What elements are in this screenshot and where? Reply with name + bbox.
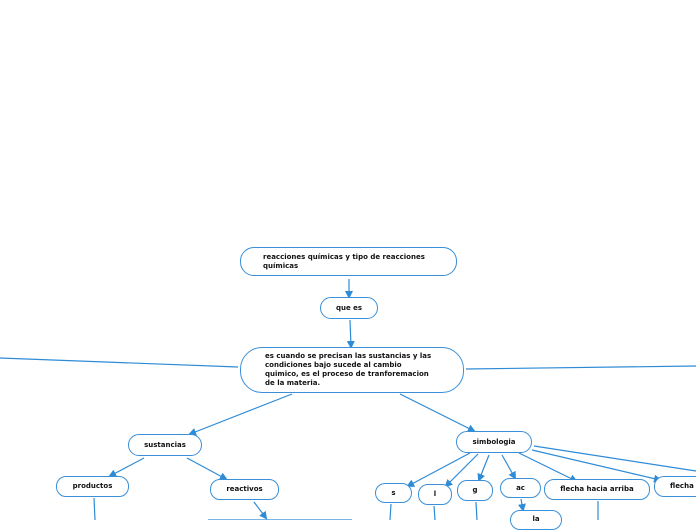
edge-simbologia-flechaArriba	[518, 452, 578, 482]
edge-simbologia-l	[444, 453, 479, 488]
edge-productos-down	[93, 497, 96, 520]
node-flecha-hacia-arriba[interactable]: flecha hacia arriba	[544, 479, 650, 500]
node-simbologia[interactable]: simbologia	[456, 431, 532, 453]
edge-l-down	[433, 505, 436, 520]
edge-simbologia-ac	[501, 454, 516, 480]
edge-s-down	[389, 503, 392, 520]
edge-definition-sustancias	[188, 393, 293, 436]
node-l[interactable]: l	[418, 484, 452, 505]
node-ac[interactable]: ac	[500, 478, 541, 498]
edge-definition-left	[0, 357, 239, 368]
edge-reactivos-down	[253, 501, 268, 520]
node-flecha[interactable]: flecha	[654, 476, 696, 497]
edge-ac-la	[517, 498, 526, 512]
node-s[interactable]: s	[375, 483, 412, 503]
edge-simbologia-g	[477, 454, 490, 482]
edge-sustancias-reactivos	[186, 457, 228, 480]
node-productos[interactable]: productos	[56, 476, 129, 497]
node-sustancias[interactable]: sustancias	[128, 434, 202, 456]
node-reactivos[interactable]: reactivos	[210, 479, 279, 500]
node-que-es[interactable]: que es	[320, 297, 378, 319]
edge-simbologia-flecha	[531, 449, 662, 483]
node-g[interactable]: g	[457, 480, 493, 501]
edge-simbologia-s	[406, 452, 471, 487]
edge-queEs-definition	[346, 319, 355, 349]
edge-definition-right	[465, 365, 696, 370]
node-root[interactable]: reacciones químicas y tipo de reacciones…	[240, 247, 457, 276]
node-la[interactable]: la	[510, 510, 562, 530]
edge-g-down	[475, 501, 478, 520]
edge-definition-simbologia	[399, 393, 476, 432]
edge-simbologia-offscreen	[533, 445, 696, 472]
node-definition[interactable]: es cuando se precisan las sustancias y l…	[240, 347, 464, 393]
edge-sustancias-productos	[108, 457, 145, 477]
